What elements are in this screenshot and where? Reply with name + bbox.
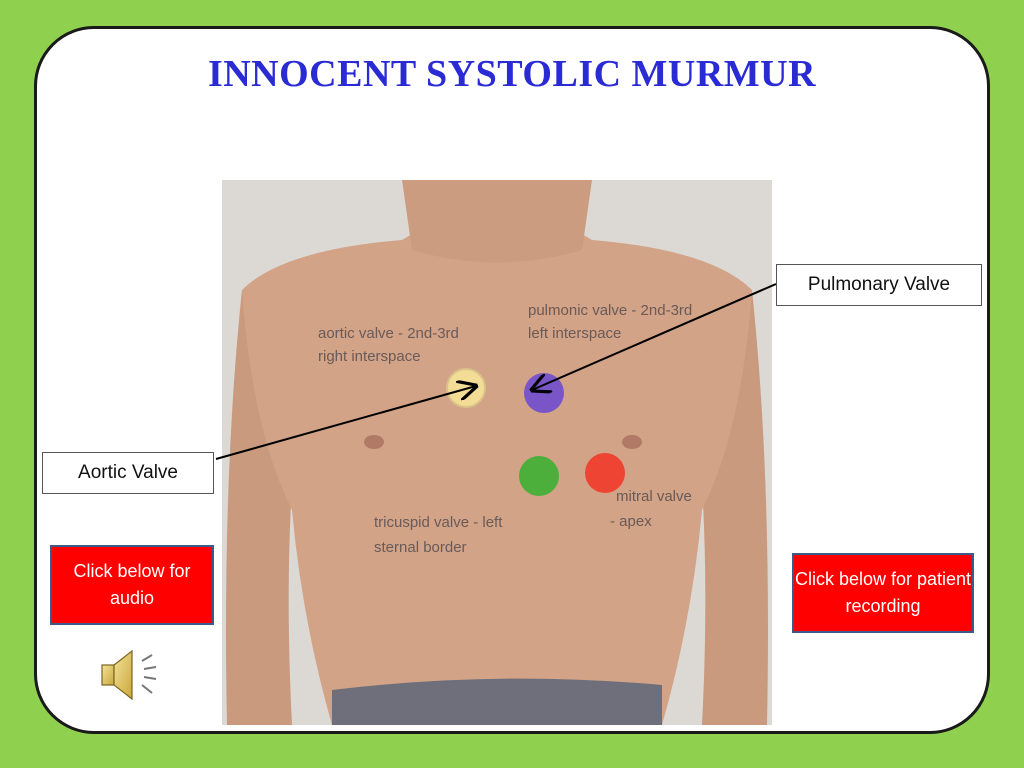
mitral-annotation-2: - apex (610, 513, 652, 530)
tricuspid-annotation-2: sternal border (374, 539, 467, 556)
aortic-valve-label: Aortic Valve (42, 452, 214, 494)
aortic-annotation-2: right interspace (318, 348, 421, 365)
aortic-valve-dot (446, 368, 486, 408)
pulmonic-annotation-1: pulmonic valve - 2nd-3rd (528, 302, 692, 319)
mitral-valve-dot (585, 453, 625, 493)
patient-recording-button[interactable]: Click below for patient recording (792, 553, 974, 633)
patient-recording-button-label: Click below for patient recording (794, 569, 972, 616)
pulmonic-annotation-2: left interspace (528, 325, 621, 342)
pulmonary-valve-label: Pulmonary Valve (776, 264, 982, 306)
tricuspid-annotation-1: tricuspid valve - left (374, 514, 503, 531)
chest-photo: aortic valve - 2nd-3rd right interspace … (222, 180, 772, 725)
audio-button[interactable]: Click below for audio (50, 545, 214, 625)
audio-button-label: Click below for audio (73, 561, 191, 608)
speaker-icon[interactable] (98, 647, 162, 708)
aortic-annotation-1: aortic valve - 2nd-3rd (318, 325, 459, 342)
mitral-annotation-1: mitral valve (616, 488, 692, 505)
pulmonic-valve-dot (524, 373, 564, 413)
slide-title: INNOCENT SYSTOLIC MURMUR (207, 53, 817, 95)
tricuspid-valve-dot (519, 456, 559, 496)
